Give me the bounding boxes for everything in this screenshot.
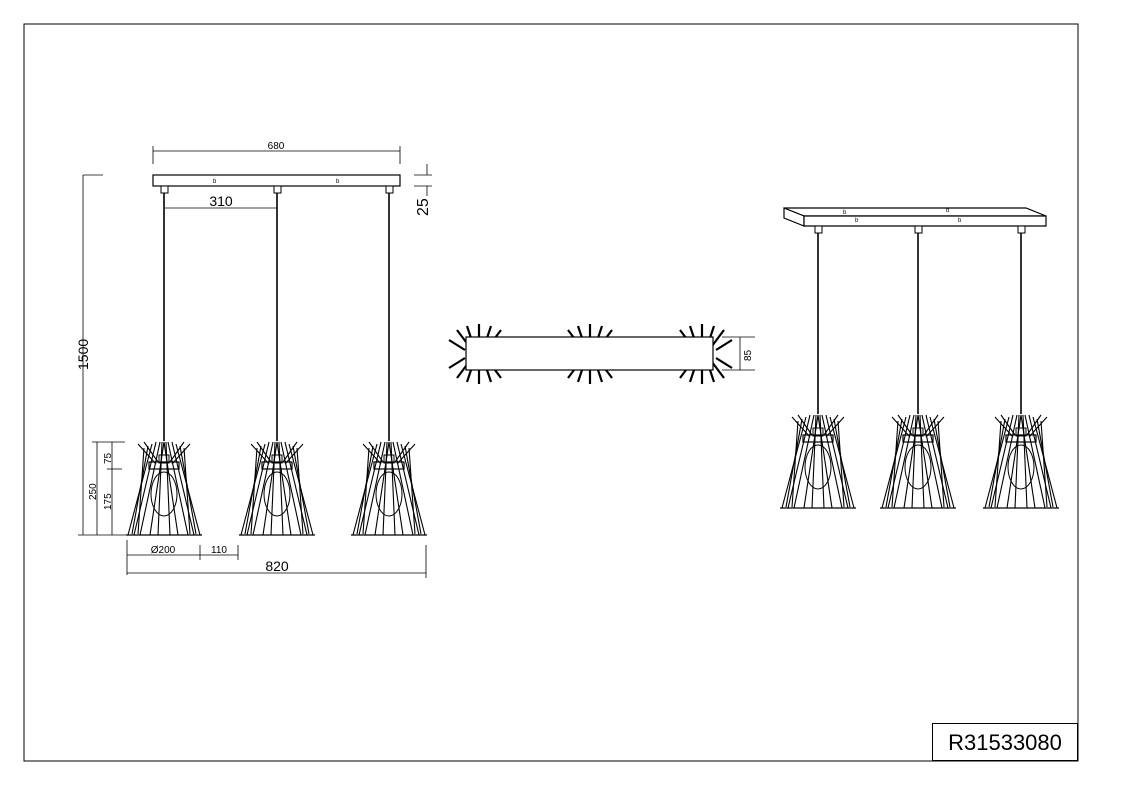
canopy-front <box>152 174 401 187</box>
canopy-top <box>465 336 714 371</box>
product-code: R31533080 <box>932 723 1078 761</box>
canopy-length-label: 680 <box>268 141 285 152</box>
canopy-height-label: 25 <box>415 198 432 216</box>
shade-height-label: 250 <box>88 483 99 500</box>
svg-text:b: b <box>855 218 859 224</box>
shade-upper-label: 75 <box>103 452 114 464</box>
svg-text:b: b <box>843 210 847 216</box>
shade-diameter-label: Ø200 <box>151 545 176 556</box>
top-view: 85 <box>447 322 755 386</box>
total-height-label: 1500 <box>75 339 91 370</box>
svg-text:b: b <box>946 208 950 214</box>
total-width-label: 820 <box>265 558 289 574</box>
svg-text:b: b <box>336 179 340 185</box>
front-elevation-view: 680 b b 25 310 1500 <box>75 141 432 578</box>
shade-lower-label: 175 <box>103 493 114 510</box>
suspension-spacing-label: 310 <box>209 193 233 209</box>
canopy-depth-label: 85 <box>743 349 754 361</box>
svg-text:b: b <box>958 218 962 224</box>
perspective-view: b b b b <box>779 207 1060 509</box>
sheet-border <box>23 23 1079 762</box>
shade-gap-label: 110 <box>211 545 227 556</box>
svg-text:b: b <box>213 179 217 185</box>
